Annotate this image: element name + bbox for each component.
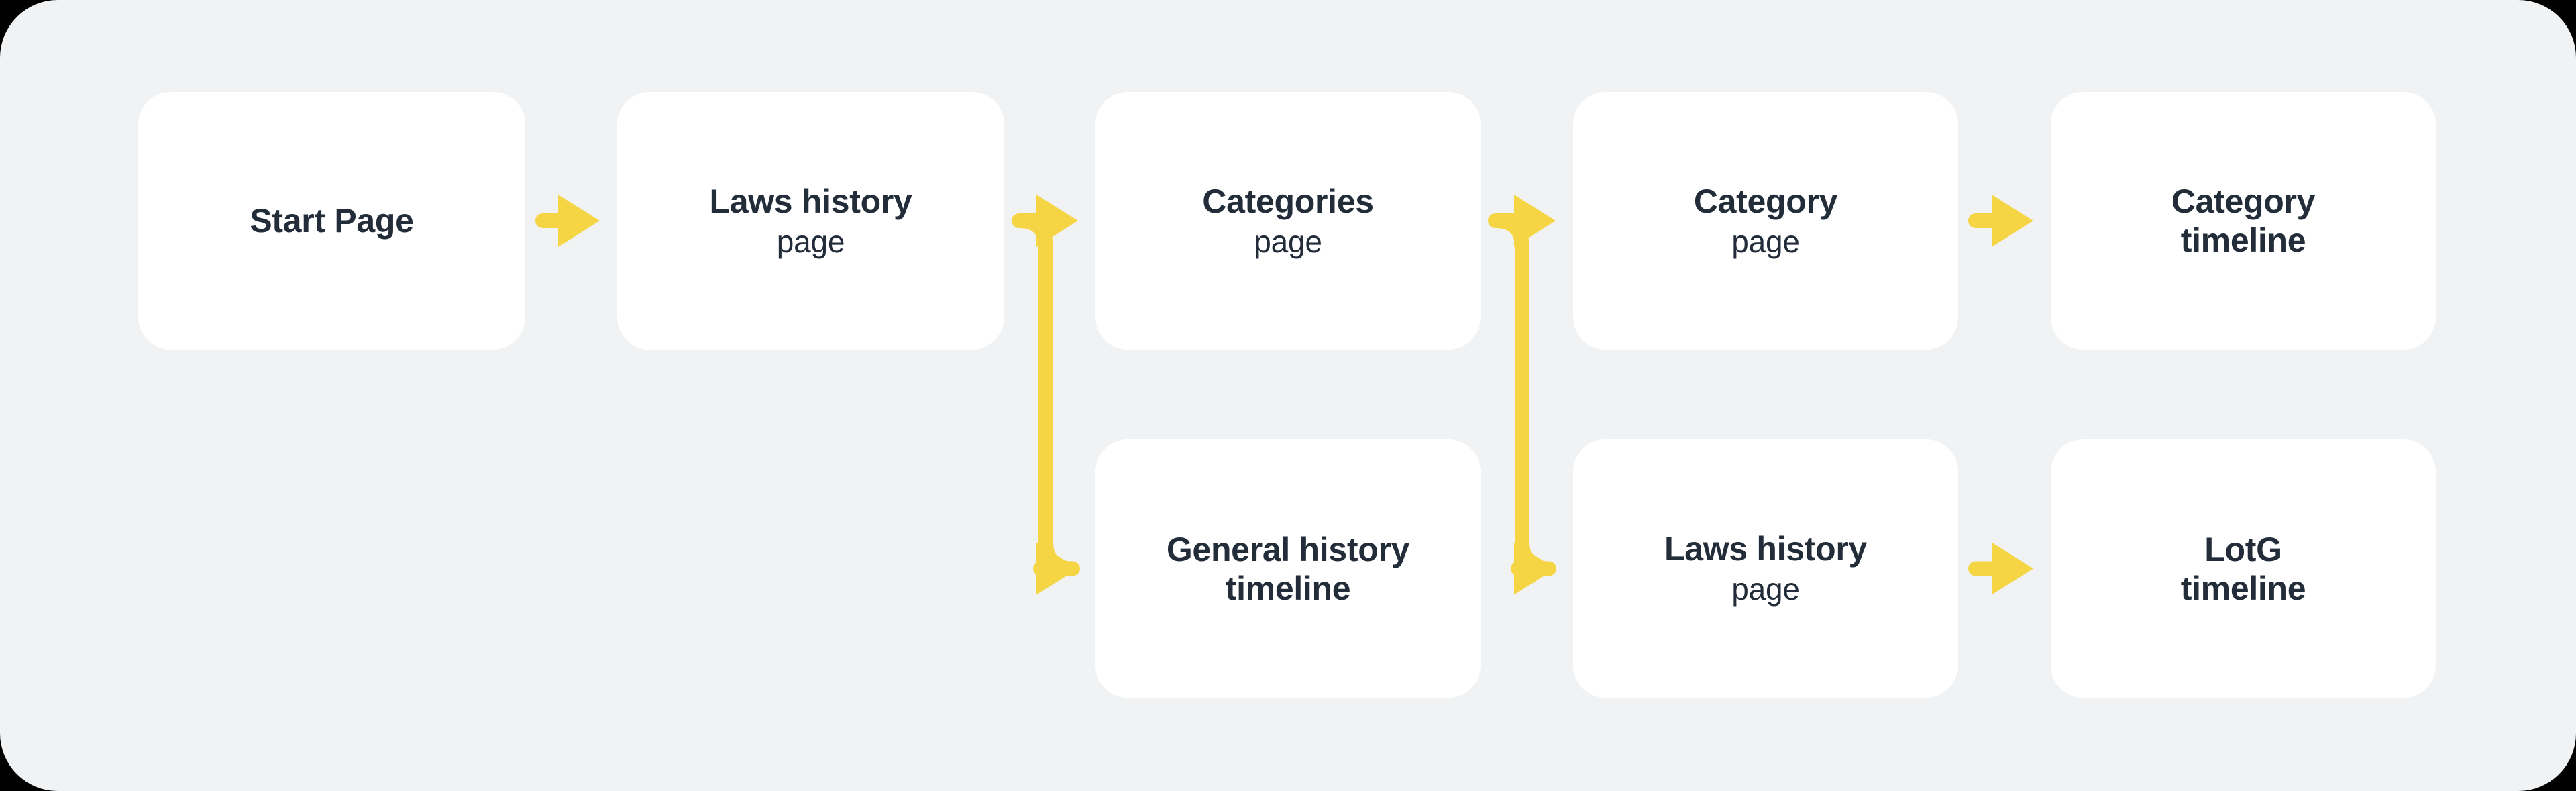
node-category-timeline[interactable]: Category timeline xyxy=(2051,92,2436,350)
node-title: Laws history xyxy=(709,182,912,220)
node-categories-page[interactable]: Categories page xyxy=(1095,92,1481,350)
node-category-page[interactable]: Category page xyxy=(1573,92,1958,350)
arrow-head xyxy=(558,195,600,247)
node-title: Laws history xyxy=(1664,530,1868,568)
node-laws-history-page-1[interactable]: Laws history page xyxy=(617,92,1004,350)
node-subtitle: page xyxy=(1254,223,1322,259)
arrow-head xyxy=(1036,542,1078,595)
node-subtitle: page xyxy=(776,223,845,259)
node-title: Category xyxy=(1693,182,1838,220)
arrow-head xyxy=(1992,542,2033,595)
node-start-page[interactable]: Start Page xyxy=(138,92,525,350)
node-title: Start Page xyxy=(250,202,414,240)
arrow-head xyxy=(1514,542,1556,595)
node-subtitle: page xyxy=(1731,572,1800,607)
node-laws-history-page-2[interactable]: Laws history page xyxy=(1573,439,1958,698)
node-title: General history timeline xyxy=(1166,530,1410,607)
node-title: Category timeline xyxy=(2171,182,2316,259)
arrow-head xyxy=(1992,195,2033,247)
node-general-history-timeline[interactable]: General history timeline xyxy=(1095,439,1481,698)
node-lotg-timeline[interactable]: LotG timeline xyxy=(2051,439,2436,698)
node-title: Categories xyxy=(1202,182,1374,220)
node-subtitle: page xyxy=(1731,223,1800,259)
node-title: LotG timeline xyxy=(2180,530,2306,607)
